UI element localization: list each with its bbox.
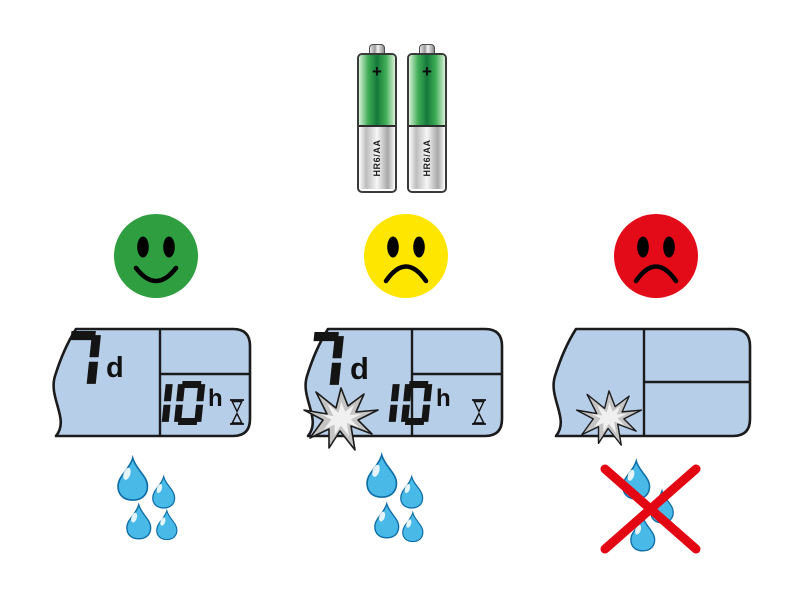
water-drops-good <box>117 454 178 541</box>
face-mouth <box>133 265 179 284</box>
face-circle <box>614 214 698 298</box>
battery-2: + HR6/AA <box>407 44 447 194</box>
no-watering-cross <box>600 464 701 554</box>
hours-digits <box>161 381 206 425</box>
face-sad-red <box>614 214 698 298</box>
panel-grid <box>642 330 749 435</box>
battery-bottom-section: HR6/AA <box>359 127 395 189</box>
day-unit-label: d <box>106 352 124 384</box>
hours-digits <box>388 381 433 425</box>
battery-bottom-section: HR6/AA <box>409 127 445 189</box>
burst-damage-icon <box>303 387 379 451</box>
lcd-outline <box>52 327 252 438</box>
face-circle <box>364 214 448 298</box>
days-digits <box>313 332 344 385</box>
battery-top-section: + <box>359 55 395 127</box>
battery-plus-label: + <box>422 62 432 81</box>
face-happy-green <box>114 214 198 298</box>
face-mouth <box>383 264 429 284</box>
face-eye-left <box>637 236 649 258</box>
water-drop <box>152 474 176 509</box>
cross-stroke <box>600 464 701 554</box>
water-drops-empty <box>622 458 674 552</box>
battery-type-label: HR6/AA <box>372 139 382 177</box>
burst-inner <box>320 401 362 437</box>
day-unit-label: d <box>350 351 369 386</box>
days-digits <box>70 331 101 384</box>
water-drop <box>402 510 424 543</box>
water-drop <box>366 451 398 498</box>
hour-unit-label: h <box>208 385 223 412</box>
water-drop <box>374 501 400 539</box>
battery-body: + HR6/AA <box>407 53 447 193</box>
water-drop <box>156 508 178 541</box>
hour-unit-label: h <box>436 385 451 412</box>
battery-top-section: + <box>409 55 445 127</box>
face-eye-left <box>137 236 149 258</box>
water-drop <box>126 502 152 540</box>
panel-grid <box>158 330 249 435</box>
water-drop <box>400 474 424 509</box>
hourglass-icon <box>472 399 486 425</box>
face-eye-left <box>387 236 399 258</box>
water-drops-low <box>366 451 424 543</box>
battery-body: + HR6/AA <box>357 53 397 193</box>
battery-type-label: HR6/AA <box>422 139 432 177</box>
water-drop <box>117 454 149 501</box>
lcd-panel-good: d h <box>52 327 252 438</box>
face-eye-right <box>163 236 175 258</box>
face-sad-yellow <box>364 214 448 298</box>
face-mouth <box>633 264 679 284</box>
battery-plus-label: + <box>372 62 382 81</box>
burst-inner <box>591 402 628 434</box>
face-circle <box>114 214 198 298</box>
battery-1: + HR6/AA <box>357 44 397 194</box>
burst-damage-icon <box>575 390 643 446</box>
hourglass-icon <box>230 399 244 425</box>
face-eye-right <box>413 236 425 258</box>
face-eye-right <box>663 236 675 258</box>
